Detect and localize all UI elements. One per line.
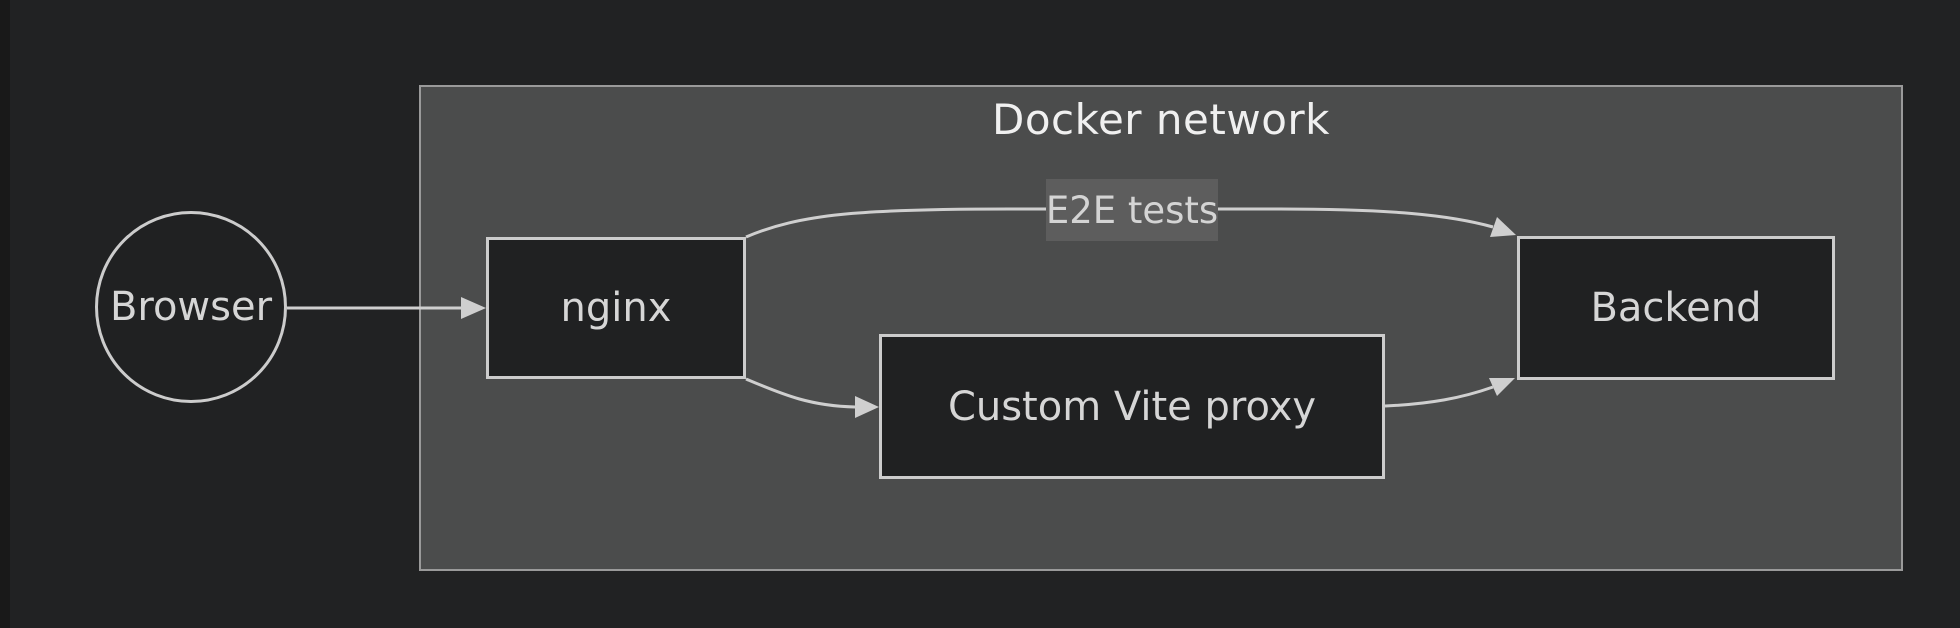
browser-node: Browser (95, 211, 287, 403)
cluster-title: Docker network (992, 95, 1330, 144)
vite-proxy-node-label: Custom Vite proxy (947, 383, 1317, 430)
nginx-node: nginx (486, 237, 746, 379)
vite-proxy-node: Custom Vite proxy (879, 334, 1385, 479)
nginx-node-label: nginx (560, 285, 672, 331)
e2e-tests-edge-label-text: E2E tests (1045, 188, 1219, 232)
browser-node-label: Browser (109, 284, 273, 330)
window-edge-strip (0, 0, 10, 628)
e2e-tests-edge-label: E2E tests (1046, 179, 1218, 241)
backend-node: Backend (1517, 236, 1835, 380)
backend-node-label: Backend (1590, 285, 1762, 331)
